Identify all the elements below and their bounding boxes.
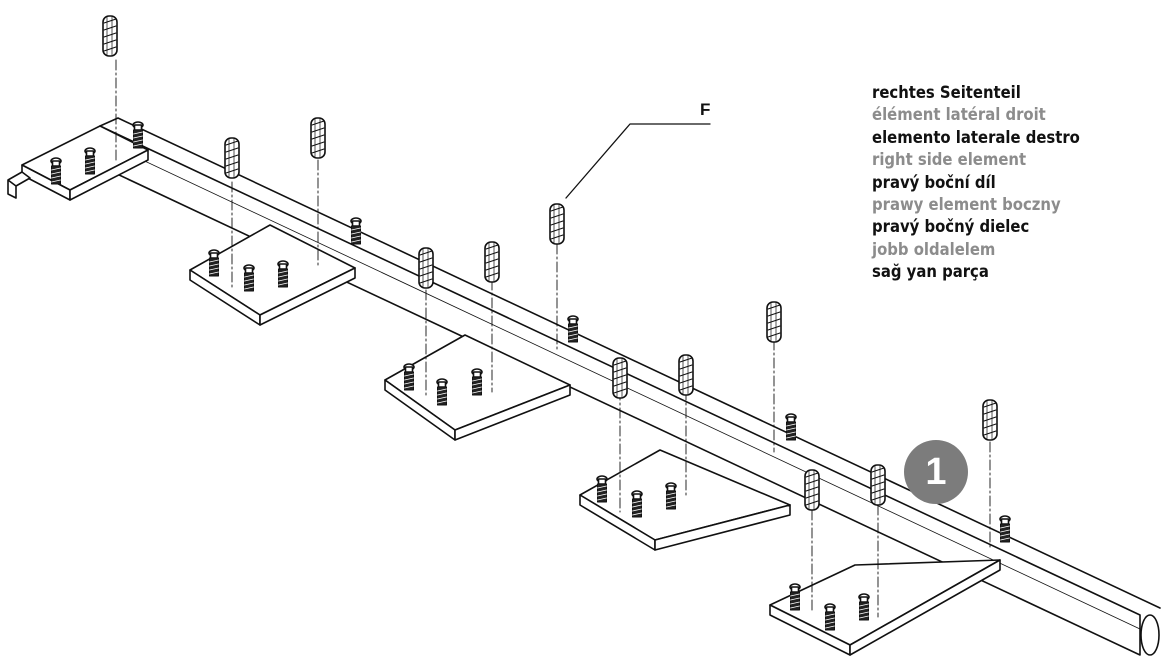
callout-label-f: F — [700, 100, 711, 119]
hinge-plate-1 — [7, 125, 149, 201]
hinge-plate-5 — [769, 559, 1001, 656]
part-name-sk: pravý bočný dielec — [872, 217, 1030, 237]
hinge-plate-2 — [189, 224, 356, 326]
part-name-en: right side element — [872, 150, 1027, 170]
part-name-de: rechtes Seitenteil — [872, 83, 1021, 102]
part-name-fr: élément latéral droit — [872, 105, 1046, 125]
part-name-cs: pravý boční díl — [872, 172, 996, 192]
step-number-badge: 1 — [904, 440, 968, 504]
assembly-guides — [115, 59, 991, 618]
part-name-pl: prawy element boczny — [872, 195, 1061, 215]
callout-leader-line — [565, 123, 711, 199]
part-name-list: rechtes Seitenteil élément latéral droit… — [872, 82, 1080, 284]
part-name-hu: jobb oldalelem — [872, 239, 996, 259]
part-name-it: elemento laterale destro — [872, 127, 1080, 147]
part-name-tr: sağ yan parça — [872, 262, 989, 282]
